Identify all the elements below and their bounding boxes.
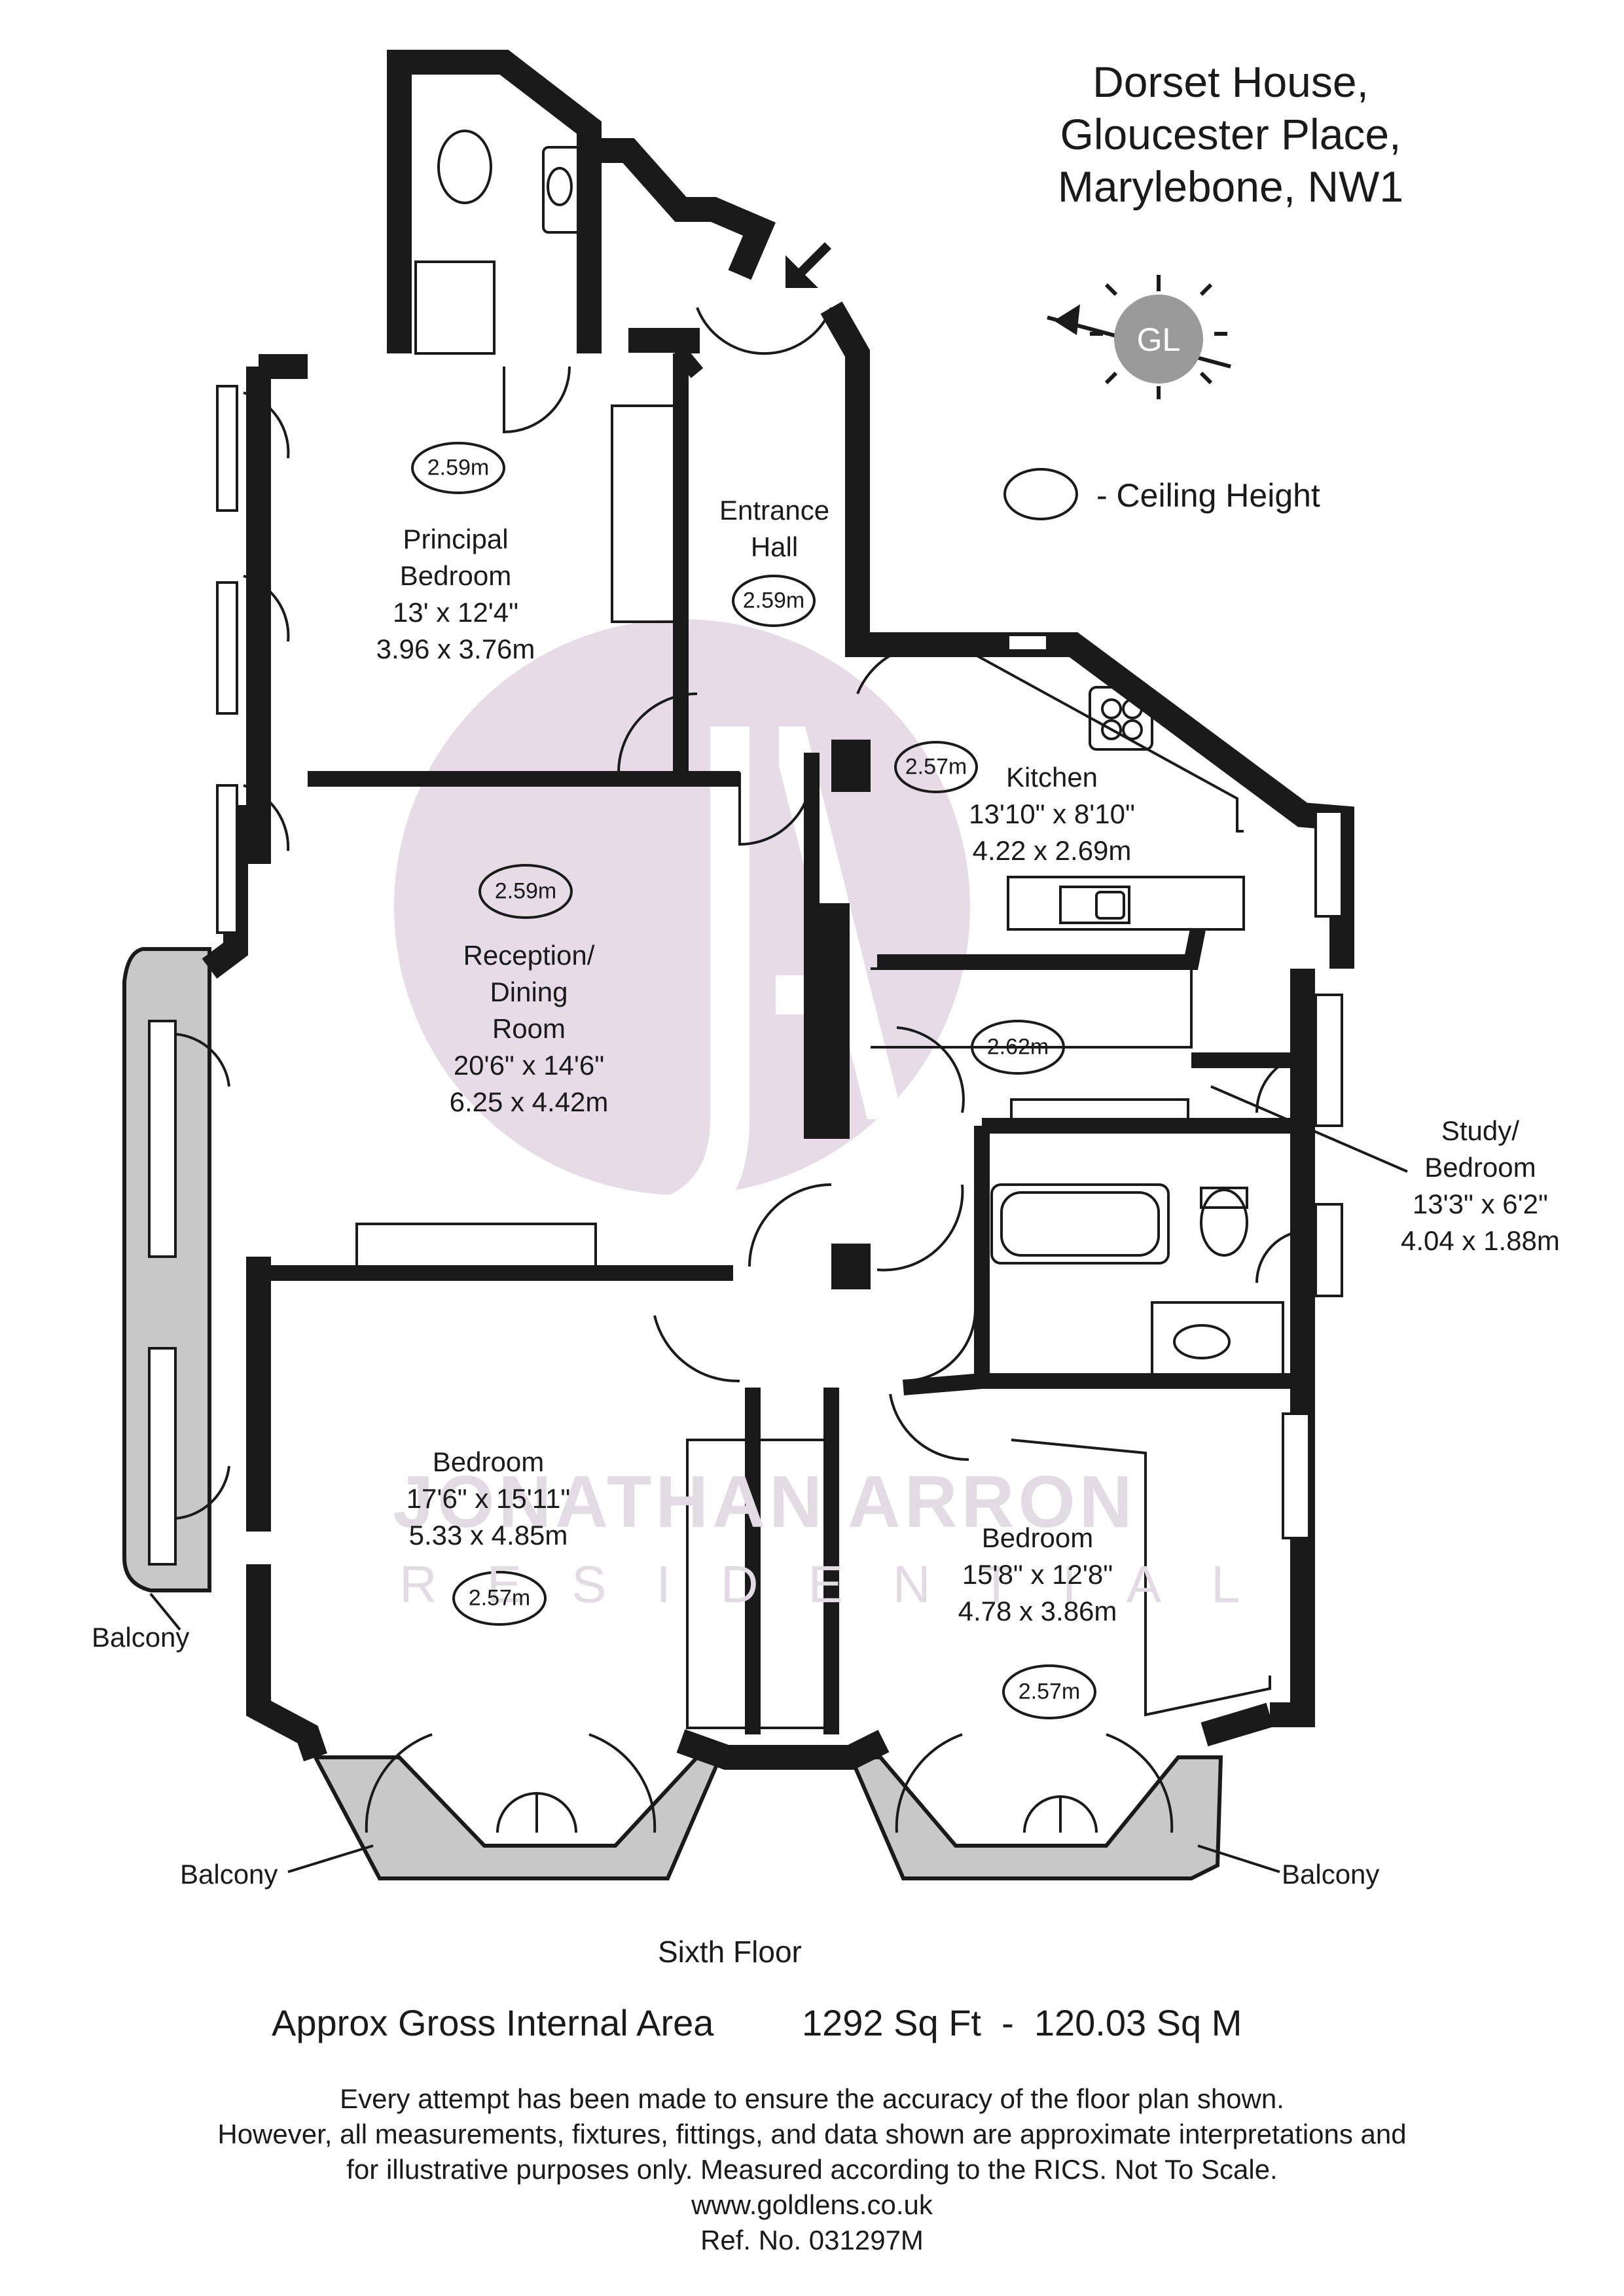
disclaimer-line-2: However, all measurements, fixtures, fit… xyxy=(217,2119,1407,2149)
room-dimensions-imperial: 20'6" x 14'6" xyxy=(453,1050,605,1081)
room-name: Bedroom xyxy=(432,1446,545,1477)
bathroom-fixtures xyxy=(414,130,1284,1376)
ceiling-height-bedroom-left: 2.57m xyxy=(468,1585,531,1611)
ceiling-height-entrance: 2.59m xyxy=(742,588,805,613)
website-link[interactable]: www.goldlens.co.uk xyxy=(691,2189,933,2220)
balcony-south-left-shape xyxy=(312,1755,723,1880)
room-name-line: Hall xyxy=(750,531,799,562)
room-dimensions-metric: 4.22 x 2.69m xyxy=(972,835,1132,866)
room-dimensions-imperial: 13'3" x 6'2" xyxy=(1412,1189,1548,1219)
room-dimensions-metric: 4.04 x 1.88m xyxy=(1401,1225,1560,1256)
structural-column xyxy=(804,903,850,1139)
reference-number: Ref. No. 031297M xyxy=(700,2225,924,2255)
watermark-brand: JONATHAN ARRON xyxy=(393,1461,1136,1543)
room-name-line: Bedroom xyxy=(399,560,512,591)
room-dimensions-imperial: 17'6" x 15'11" xyxy=(406,1483,571,1514)
room-name: Kitchen xyxy=(1005,762,1098,793)
address-line-2: Gloucester Place, xyxy=(1060,110,1401,158)
entrance-arrow-icon xyxy=(785,242,831,288)
room-dimensions-metric: 5.33 x 4.85m xyxy=(408,1520,568,1551)
room-kitchen: Kitchen 13'10" x 8'10" 4.22 x 2.69m xyxy=(969,759,1135,869)
room-dimensions-metric: 3.96 x 3.76m xyxy=(376,634,535,664)
room-dimensions-metric: 6.25 x 4.42m xyxy=(449,1086,609,1117)
room-bedroom-right: Bedroom 15'8" x 12'8" 4.78 x 3.86m xyxy=(958,1520,1117,1630)
compass-logo: GL xyxy=(1136,321,1181,358)
wardrobes xyxy=(355,404,1189,1729)
room-name-line: Reception/ xyxy=(463,940,595,971)
room-bedroom-left: Bedroom 17'6" x 15'11" 5.33 x 4.85m xyxy=(406,1444,571,1554)
ceiling-height-ovals xyxy=(411,442,1096,1719)
disclaimer: Every attempt has been made to ensure th… xyxy=(0,2081,1624,2258)
kitchen-counters xyxy=(871,650,1245,1049)
address-line-1: Dorset House, xyxy=(1092,58,1369,106)
room-entrance-hall: Entrance Hall xyxy=(719,492,829,565)
bedroom-built-in xyxy=(1011,1439,1271,1717)
balcony-label-west: Balcony xyxy=(92,1622,190,1653)
gross-internal-area-value: 1292 Sq Ft - 120.03 Sq M xyxy=(802,2002,1242,2043)
room-dimensions-imperial: 13'10" x 8'10" xyxy=(969,798,1135,829)
door-swings xyxy=(175,307,1310,1833)
label-leaders xyxy=(149,1085,1408,1873)
room-dimensions-imperial: 13' x 12'4" xyxy=(392,597,519,628)
room-principal-bedroom: Principal Bedroom 13' x 12'4" 3.96 x 3.7… xyxy=(376,521,535,668)
central-pillar xyxy=(831,1244,871,1289)
room-name-line: Study/ xyxy=(1441,1115,1519,1146)
room-name-line: Room xyxy=(492,1013,566,1044)
room-name-line: Principal xyxy=(403,524,509,554)
floor-label: Sixth Floor xyxy=(658,1935,802,1969)
disclaimer-line-1: Every attempt has been made to ensure th… xyxy=(340,2083,1284,2114)
ceiling-height-corridor: 2.62m xyxy=(986,1034,1049,1060)
room-name-line: Bedroom xyxy=(1424,1152,1536,1183)
kitchen-pillar xyxy=(831,740,871,792)
balcony-south-right-shape xyxy=(848,1755,1223,1880)
address-line-3: Marylebone, NW1 xyxy=(1057,162,1404,211)
ceiling-height-bedroom-right: 2.57m xyxy=(1018,1679,1081,1704)
ceiling-height-legend: - Ceiling Height xyxy=(1096,477,1320,514)
gross-internal-area-label: Approx Gross Internal Area xyxy=(272,2002,714,2043)
room-dimensions-metric: 4.78 x 3.86m xyxy=(958,1596,1117,1626)
balcony-label-south-right: Balcony xyxy=(1282,1859,1380,1890)
room-name: Bedroom xyxy=(981,1522,1094,1553)
room-name-line: Dining xyxy=(490,977,568,1007)
disclaimer-line-3: for illustrative purposes only. Measured… xyxy=(346,2154,1278,2185)
room-dimensions-imperial: 15'8" x 12'8" xyxy=(962,1559,1113,1590)
property-address: Dorset House, Gloucester Place, Marylebo… xyxy=(903,56,1558,213)
room-study-bedroom: Study/ Bedroom 13'3" x 6'2" 4.04 x 1.88m xyxy=(1401,1113,1560,1259)
room-reception-dining: Reception/ Dining Room 20'6" x 14'6" 6.2… xyxy=(450,937,609,1121)
ceiling-height-reception: 2.59m xyxy=(494,878,557,904)
ceiling-height-principal: 2.59m xyxy=(427,455,490,480)
compass-north-arrow-icon xyxy=(1047,275,1231,399)
balcony-west-shape xyxy=(122,947,211,1592)
watermark-subtitle: RESIDENTIAL xyxy=(399,1555,1290,1613)
room-name-line: Entrance xyxy=(719,495,830,526)
windows xyxy=(148,385,1343,1566)
balcony-label-south-left: Balcony xyxy=(180,1859,278,1890)
ceiling-height-kitchen: 2.57m xyxy=(905,754,967,780)
